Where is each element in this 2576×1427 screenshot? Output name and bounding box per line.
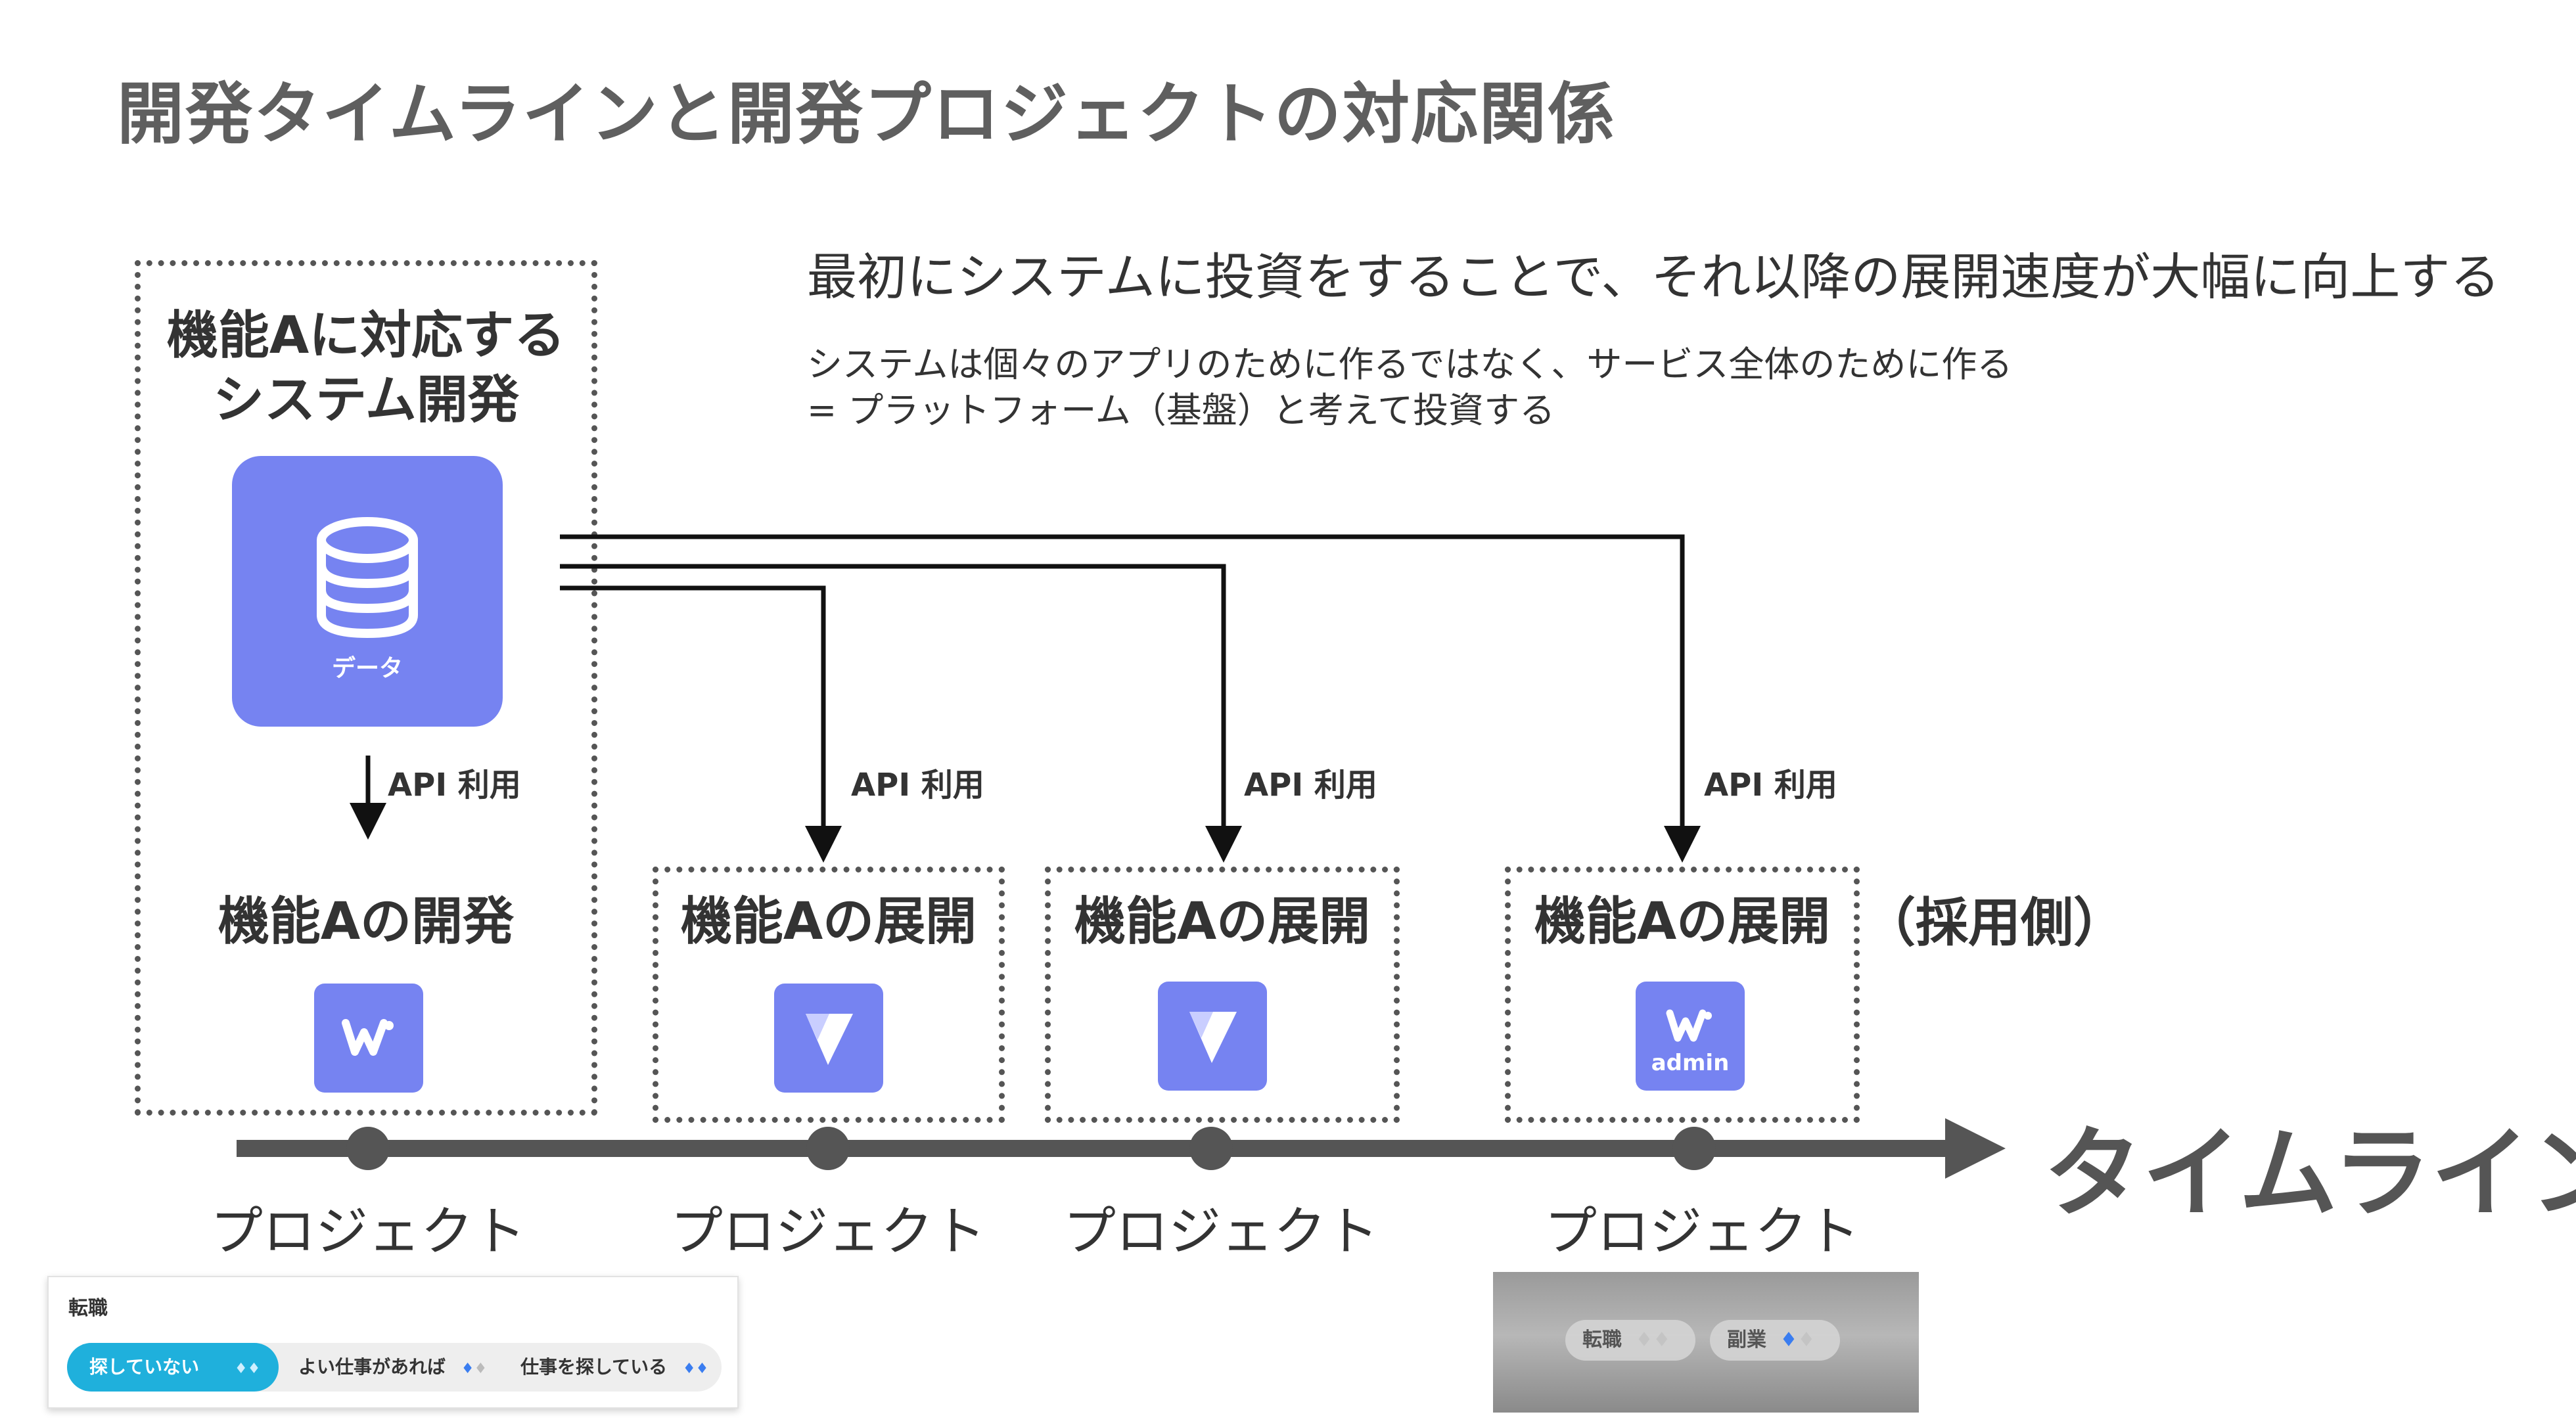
- adopt-side-label: （採用側）: [1863, 892, 2126, 953]
- play-app-icon-1: [774, 984, 883, 1093]
- timeline-dot-3: [1189, 1127, 1233, 1170]
- w-admin-app-icon: admin: [1636, 982, 1745, 1091]
- w-logo-icon: [342, 1019, 394, 1056]
- database-icon-tile: [232, 456, 503, 727]
- sub-line-2: = プラットフォーム（基盤）と考えて投資する: [807, 390, 1555, 431]
- connector-line-3: [560, 534, 1701, 863]
- flame-icon: ♦♦: [682, 1361, 709, 1377]
- system-box: [135, 260, 597, 1116]
- flame-icon: ♦: [1780, 1328, 1798, 1351]
- slide-title: 開発タイムラインと開発プロジェクトの対応関係: [117, 76, 1616, 154]
- job-status-card-title: 転職: [68, 1297, 108, 1320]
- segment-selected-highlight: [67, 1343, 279, 1392]
- timeline-dot-2: [806, 1127, 850, 1170]
- system-box-title-line2: システム開発: [213, 371, 519, 430]
- project-label-4: プロジェクト: [1544, 1201, 1860, 1262]
- project-label-2: プロジェクト: [670, 1201, 986, 1262]
- api-label-2: API 利用: [1244, 767, 1377, 804]
- deploy-box-3: [1505, 867, 1860, 1123]
- deploy-box-2: [1045, 867, 1400, 1123]
- deploy-title-3: 機能Aの展開: [1534, 892, 1831, 951]
- admin-label: admin: [1651, 1050, 1730, 1076]
- sub-line-1: システムは個々のアプリのために作るではなく、サービス全体のために作る: [807, 344, 2013, 385]
- pill-side-job[interactable]: 副業 ♦♦: [1710, 1320, 1840, 1361]
- job-status-card: 転職 探していない ♦♦ よい仕事があれば ♦♦ 仕事を探している ♦♦: [47, 1276, 739, 1409]
- api-label-dev: API 利用: [388, 767, 521, 804]
- segment-option-label: よい仕事があれば: [298, 1356, 446, 1378]
- connector-line-1: [560, 585, 842, 863]
- api-label-1: API 利用: [851, 767, 984, 804]
- flame-icon: ♦♦: [1635, 1328, 1671, 1351]
- deploy-title-2: 機能Aの展開: [1074, 892, 1371, 951]
- deploy-box-1: [653, 867, 1005, 1123]
- segment-option-not-looking[interactable]: 探していない ♦♦: [89, 1343, 260, 1392]
- play-triangle-icon: [806, 1014, 853, 1065]
- headline: 最初にシステムに投資をすることで、それ以降の展開速度が大幅に向上する: [807, 248, 2500, 306]
- timeline-arrowhead: [1945, 1118, 2006, 1179]
- dev-title: 機能Aの開発: [218, 892, 515, 951]
- pill-label: 副業: [1727, 1328, 1766, 1351]
- deploy-title-1: 機能Aの展開: [680, 892, 977, 951]
- flame-icon: ♦: [1797, 1328, 1816, 1351]
- timeline-dot-1: [346, 1127, 390, 1170]
- pill-job-change[interactable]: 転職 ♦♦: [1565, 1320, 1695, 1361]
- job-status-segmented-control: 探していない ♦♦ よい仕事があれば ♦♦ 仕事を探している ♦♦: [67, 1343, 722, 1392]
- project-label-3: プロジェクト: [1063, 1201, 1379, 1262]
- system-box-title-line1: 機能Aに対応する: [166, 306, 566, 365]
- pill-label: 転職: [1582, 1328, 1622, 1351]
- play-app-icon-2: [1158, 982, 1267, 1091]
- timeline-dot-4: [1672, 1127, 1716, 1170]
- flame-icon: ♦: [474, 1361, 488, 1377]
- api-label-3: API 利用: [1704, 767, 1837, 804]
- segment-option-looking[interactable]: 仕事を探している ♦♦: [520, 1343, 708, 1392]
- pill-photo-card: 転職 ♦♦ 副業 ♦♦: [1493, 1272, 1919, 1413]
- project-label-1: プロジェクト: [210, 1201, 526, 1262]
- connector-line-2: [560, 564, 1242, 863]
- w-admin-icon: [1666, 1009, 1712, 1042]
- database-icon: [317, 517, 418, 639]
- timeline-label: タイムライン: [2044, 1117, 2576, 1231]
- flame-icon: ♦: [461, 1361, 474, 1377]
- segment-option-label: 探していない: [89, 1356, 200, 1378]
- w-logo-app-icon: [314, 984, 423, 1093]
- data-label: データ: [331, 655, 403, 682]
- segment-option-if-good-job[interactable]: よい仕事があれば ♦♦: [298, 1343, 487, 1392]
- flame-icon: ♦♦: [234, 1361, 261, 1377]
- play-triangle-icon: [1189, 1012, 1237, 1063]
- segment-option-label: 仕事を探している: [520, 1356, 668, 1378]
